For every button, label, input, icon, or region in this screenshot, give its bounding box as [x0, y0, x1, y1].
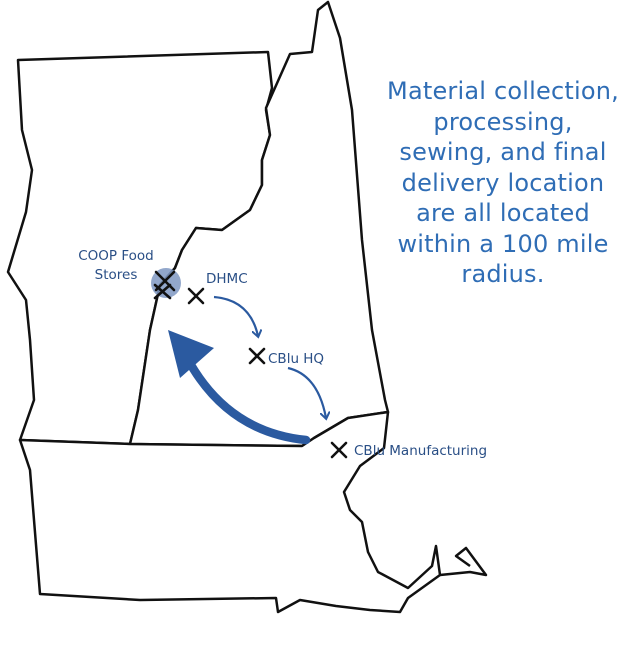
callout-line: Material collection,	[387, 77, 619, 105]
callout-line: sewing, and final	[399, 138, 607, 166]
callout-line: are all located	[416, 199, 590, 227]
dhmc-to-cblu-hq-arrow	[213, 295, 258, 336]
x-marker-icon	[330, 441, 348, 459]
cblu-hq-to-manufacturing-arrow	[287, 366, 326, 418]
callout-line: delivery location	[401, 168, 605, 197]
state-outline-massachusetts	[18, 410, 442, 614]
dhmc-label: DHMC	[206, 271, 248, 287]
x-marker-icon	[187, 287, 205, 305]
callout-line: radius.	[461, 260, 545, 288]
callout-line: processing,	[433, 107, 573, 136]
cape-cod-outline	[439, 546, 488, 577]
cblu-hq-label: CBlu HQ	[268, 351, 324, 367]
callout-line: within a 100 mile	[397, 229, 609, 258]
x-marker-icon	[153, 270, 176, 300]
big-arrow-head	[168, 330, 214, 378]
callout-text: Material collection, processing, sewing,…	[378, 76, 628, 290]
cblu-manufacturing-label: CBlu Manufacturing	[354, 443, 487, 459]
coop-label-line1: COOP Food	[78, 248, 153, 264]
x-marker-icon	[248, 347, 266, 365]
coop-label-line2: Stores	[95, 267, 138, 283]
manufacturing-to-coop-arrow	[181, 351, 311, 445]
